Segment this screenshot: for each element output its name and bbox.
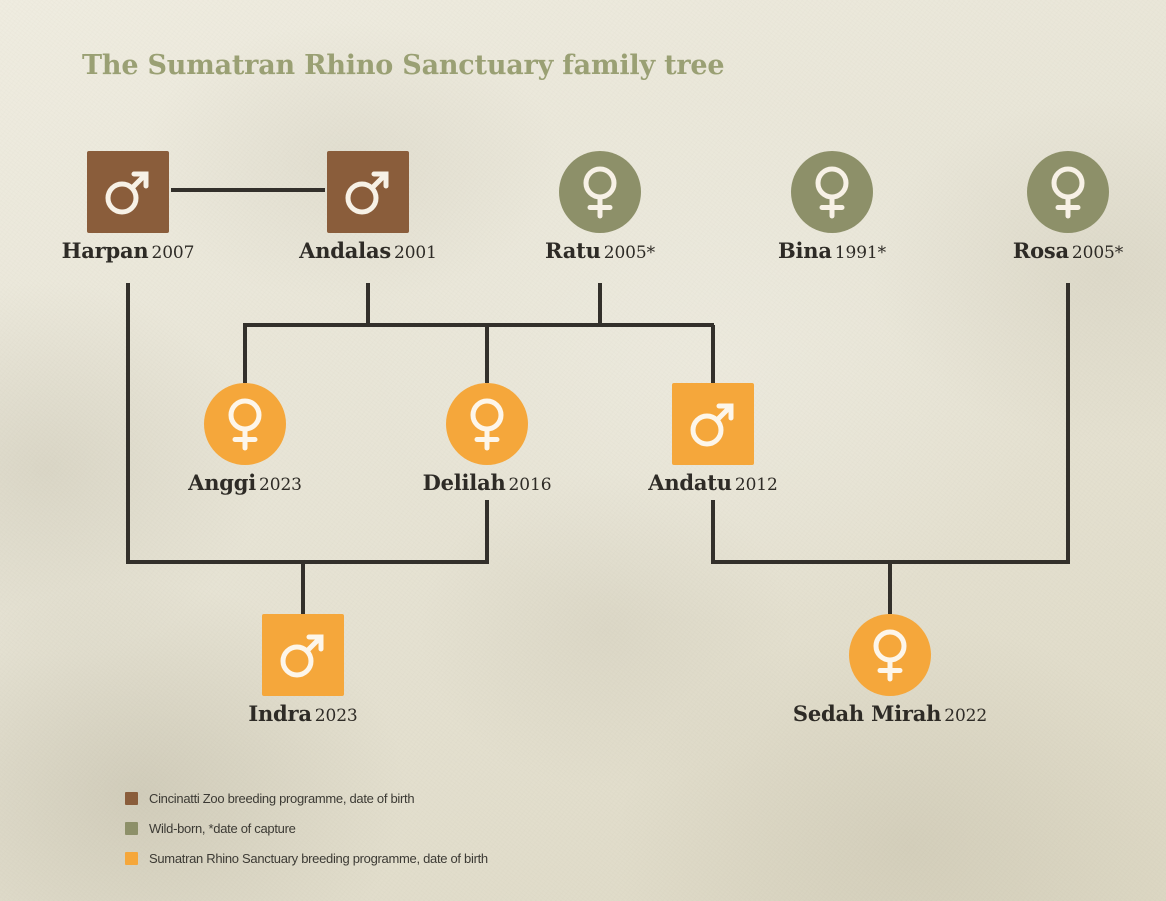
female-symbol-icon — [849, 614, 931, 696]
legend-swatch-srs — [125, 851, 138, 865]
node-year: 2005* — [1071, 243, 1124, 263]
node-name: Anggi — [188, 470, 257, 495]
node-name: Andatu — [648, 470, 732, 495]
legend-label: Cincinatti Zoo breeding programme, date … — [149, 790, 415, 806]
node-year: 2023 — [259, 475, 302, 495]
node-year: 2001 — [393, 243, 437, 263]
male-symbol-icon — [262, 614, 344, 696]
node-name: Andalas — [299, 238, 391, 263]
legend-label: Sumatran Rhino Sanctuary breeding progra… — [149, 850, 488, 866]
node-year: 2012 — [734, 475, 778, 495]
node-year: 2007 — [151, 243, 195, 263]
male-symbol-icon — [672, 383, 754, 465]
node-name: Sedah Mirah — [792, 701, 942, 726]
node-year: 2022 — [944, 706, 988, 726]
legend-item-srs: Sumatran Rhino Sanctuary breeding progra… — [125, 843, 488, 873]
node-year: 2005* — [603, 243, 655, 263]
female-symbol-icon — [559, 151, 641, 233]
legend-swatch-cincinnati — [125, 791, 138, 805]
node-name: Ratu — [545, 238, 601, 263]
male-symbol-icon — [87, 151, 169, 233]
legend-swatch-wild-born — [125, 821, 138, 835]
female-symbol-icon — [446, 383, 528, 465]
legend-item-cincinnati: Cincinatti Zoo breeding programme, date … — [125, 783, 488, 813]
node-year: 1991* — [834, 243, 887, 263]
node-name: Bina — [777, 238, 832, 263]
node-year: 2016 — [508, 475, 552, 495]
node-name: Delilah — [422, 470, 506, 495]
legend: Cincinatti Zoo breeding programme, date … — [125, 783, 488, 873]
node-name: Indra — [248, 701, 312, 726]
node-year: 2023 — [314, 706, 358, 726]
male-symbol-icon — [327, 151, 409, 233]
node-name: Rosa — [1012, 238, 1069, 263]
female-symbol-icon — [204, 383, 286, 465]
legend-label: Wild-born, *date of capture — [149, 820, 296, 836]
page-title: The Sumatran Rhino Sanctuary family tree — [82, 50, 725, 81]
legend-item-wild-born: Wild-born, *date of capture — [125, 813, 488, 843]
female-symbol-icon — [791, 151, 873, 233]
node-name: Harpan — [61, 238, 149, 263]
female-symbol-icon — [1027, 151, 1109, 233]
